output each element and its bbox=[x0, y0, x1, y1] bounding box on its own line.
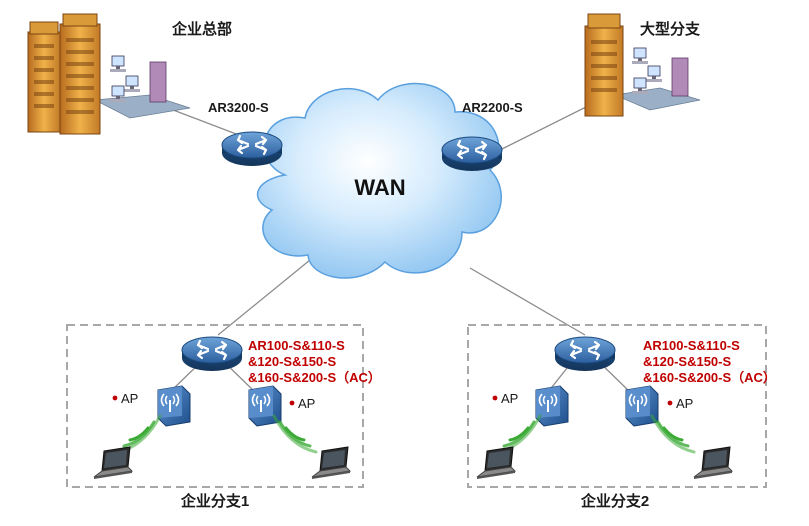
branch1-model-line1: AR100-S&110-S bbox=[248, 338, 345, 353]
branch2-ap-left-icon[interactable] bbox=[535, 385, 569, 427]
branch2-ap-left-label: AP bbox=[501, 391, 518, 406]
wan-cloud: WAN bbox=[256, 82, 502, 279]
branch2-model-line3: &160-S&200-S（AC） bbox=[643, 370, 776, 385]
b1-laptop-right-icon[interactable] bbox=[311, 446, 351, 480]
large-branch-title: 大型分支 bbox=[640, 20, 701, 38]
branch1-wan-link bbox=[217, 259, 311, 336]
branch1-ap-left-label: AP bbox=[121, 391, 138, 406]
b1-signal-left-icon bbox=[116, 414, 162, 454]
wan-label: WAN bbox=[354, 175, 405, 200]
branch2-ap-right-label: AP bbox=[676, 396, 693, 411]
b1-ap-left-bullet bbox=[112, 395, 118, 401]
hq-router-icon[interactable] bbox=[220, 130, 284, 168]
large-branch-building-icon bbox=[584, 13, 701, 117]
branch1-model-line3: &160-S&200-S（AC） bbox=[248, 370, 381, 385]
b2-signal-right-icon bbox=[650, 414, 696, 454]
hq-workstations-icon bbox=[109, 55, 167, 103]
branch1-ap-right-label: AP bbox=[298, 396, 315, 411]
branch2-boundary bbox=[467, 324, 767, 488]
hq-title: 企业总部 bbox=[171, 20, 232, 38]
branch1-title: 企业分支1 bbox=[180, 492, 249, 510]
branch1-model-line2: &120-S&150-S bbox=[248, 354, 336, 369]
hq-building-icon bbox=[27, 13, 191, 135]
b2-laptop-right-icon[interactable] bbox=[693, 446, 733, 480]
b2-ap-right-bullet bbox=[667, 400, 673, 406]
branch2-wan-link bbox=[469, 267, 586, 336]
branch2-model-line2: &120-S&150-S bbox=[643, 354, 731, 369]
branch1-router-icon[interactable] bbox=[180, 335, 244, 373]
hq-router-label: AR3200-S bbox=[208, 100, 269, 115]
branch1-ap-left-icon[interactable] bbox=[157, 385, 191, 427]
b2-ap-left-bullet bbox=[492, 395, 498, 401]
branch2-title: 企业分支2 bbox=[580, 492, 649, 510]
large-branch-router-label: AR2200-S bbox=[462, 100, 523, 115]
b2-signal-left-icon bbox=[496, 414, 542, 454]
b1-laptop-left-icon[interactable] bbox=[93, 446, 133, 480]
b1-ap-right-bullet bbox=[289, 400, 295, 406]
branch1-boundary bbox=[66, 324, 364, 488]
large-branch-workstations-icon bbox=[631, 47, 689, 97]
branch2-model-line1: AR100-S&110-S bbox=[643, 338, 740, 353]
large-branch-router-icon[interactable] bbox=[440, 135, 504, 173]
b2-laptop-left-icon[interactable] bbox=[476, 446, 516, 480]
branch2-router-icon[interactable] bbox=[553, 335, 617, 373]
b1-signal-right-icon bbox=[272, 414, 318, 454]
